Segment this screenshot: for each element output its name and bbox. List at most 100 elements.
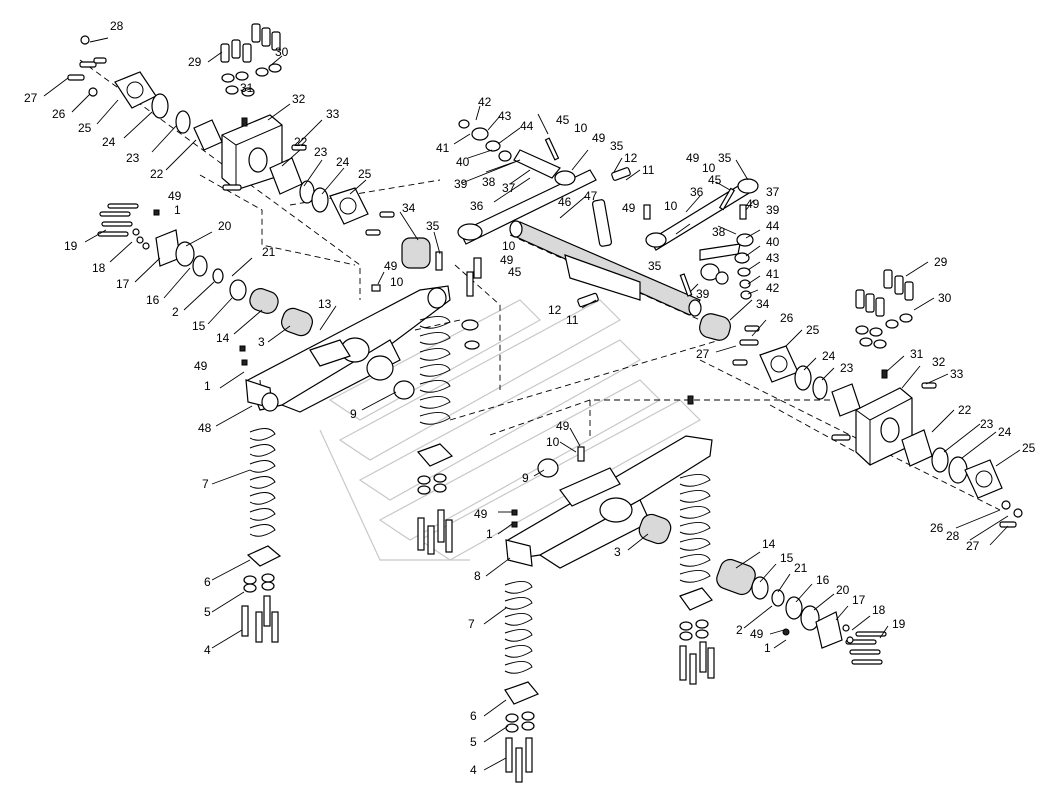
flange-25-left xyxy=(114,71,157,109)
callout-35-d: 35 xyxy=(718,151,732,165)
callout-22-c: 22 xyxy=(958,403,972,417)
seal-24-right xyxy=(794,365,812,391)
ring-23-right-b xyxy=(931,447,949,473)
callout-1-b: 1 xyxy=(204,379,211,393)
callout-36: 36 xyxy=(470,199,484,213)
callout-20: 20 xyxy=(218,219,232,233)
callout-26: 26 xyxy=(52,107,66,121)
nipple-10-b xyxy=(643,204,651,220)
ring-2-left xyxy=(212,268,224,284)
bolt-19-right-group xyxy=(845,631,887,665)
callout-40: 40 xyxy=(456,155,470,169)
seal-20-left xyxy=(175,241,195,267)
callout-3-b: 3 xyxy=(614,545,621,559)
callout-30-b: 30 xyxy=(938,291,952,305)
cap-17-left xyxy=(155,229,181,267)
callout-10-e: 10 xyxy=(702,161,716,175)
callout-24-d: 24 xyxy=(998,425,1012,439)
callout-28-b: 28 xyxy=(946,529,960,543)
callout-29: 29 xyxy=(188,55,202,69)
ring-23-left xyxy=(175,110,191,134)
callout-17-b: 17 xyxy=(852,593,866,607)
callout-25-d: 25 xyxy=(1022,441,1036,455)
callout-25-c: 25 xyxy=(806,323,820,337)
callout-10-f: 10 xyxy=(546,435,560,449)
callout-49-d: 49 xyxy=(592,131,606,145)
callout-49-j: 49 xyxy=(474,507,488,521)
callout-49-g: 49 xyxy=(686,151,700,165)
right-spring-stack-rear xyxy=(679,474,715,685)
callout-leaders xyxy=(43,37,1021,771)
callout-39-b: 39 xyxy=(766,203,780,217)
callout-27: 27 xyxy=(24,91,38,105)
callout-37: 37 xyxy=(502,181,516,195)
callout-13: 13 xyxy=(318,297,332,311)
callout-26-b: 26 xyxy=(780,311,794,325)
callout-4: 4 xyxy=(204,643,211,657)
bushing-34-right xyxy=(699,313,731,341)
nipple-10-left xyxy=(371,284,381,292)
callout-10-d: 10 xyxy=(664,199,678,213)
callout-33: 33 xyxy=(326,107,340,121)
callout-49-i: 49 xyxy=(556,419,570,433)
right-spring-stack-front xyxy=(504,581,539,783)
callout-2-b: 2 xyxy=(736,623,743,637)
callout-49-k: 49 xyxy=(750,627,764,641)
callout-7: 7 xyxy=(202,477,209,491)
callout-1: 1 xyxy=(174,203,181,217)
left-pivot-parts xyxy=(97,203,443,400)
washer-30-left-group xyxy=(221,63,282,97)
callout-10-c: 10 xyxy=(502,239,516,253)
pin-45-d xyxy=(679,273,693,297)
callout-43: 43 xyxy=(498,109,512,123)
left-spring-stack-front xyxy=(241,428,282,643)
callout-15: 15 xyxy=(192,319,206,333)
callout-11-b: 11 xyxy=(566,313,579,327)
callout-45-b: 45 xyxy=(508,265,522,279)
seal-24-left-b xyxy=(311,187,329,213)
pin-45-c xyxy=(718,187,736,211)
bolt-29-right-group xyxy=(855,269,914,317)
watermark-logo xyxy=(319,299,701,561)
pin-12-a xyxy=(611,167,631,181)
right-swing-arm xyxy=(505,395,713,569)
callout-47: 47 xyxy=(584,189,598,203)
seal-24-left xyxy=(151,93,169,119)
callout-27-c: 27 xyxy=(966,539,980,553)
seal-24-right-b xyxy=(948,456,968,484)
ball-joint-37-a xyxy=(513,149,561,179)
callout-41-b: 41 xyxy=(766,267,780,281)
callout-21: 21 xyxy=(262,245,276,259)
callout-12: 12 xyxy=(624,151,638,165)
callout-45: 45 xyxy=(556,113,570,127)
pin-45-b xyxy=(544,137,560,161)
callout-26-c: 26 xyxy=(930,521,944,535)
pin-45-a xyxy=(473,257,482,279)
bushing-14-left xyxy=(249,288,279,314)
callout-24-b: 24 xyxy=(336,155,350,169)
callout-14: 14 xyxy=(216,331,230,345)
ring-15-left xyxy=(229,279,247,301)
callout-12-b: 12 xyxy=(548,303,562,317)
callout-49-b: 49 xyxy=(384,259,398,273)
callout-27-b: 27 xyxy=(696,347,710,361)
oring-9-right xyxy=(537,458,559,478)
callout-24-c: 24 xyxy=(822,349,836,363)
nipple-10-c xyxy=(739,204,747,220)
callout-48: 48 xyxy=(198,421,212,435)
left-swing-arm xyxy=(245,285,451,413)
callout-25-b: 25 xyxy=(358,167,372,181)
callout-20-b: 20 xyxy=(836,583,850,597)
callout-6-b: 6 xyxy=(470,709,477,723)
gasket-22-right xyxy=(831,383,861,417)
shock-47 xyxy=(591,199,613,247)
callout-35-b: 35 xyxy=(610,139,624,153)
callout-21-b: 21 xyxy=(794,561,808,575)
callout-38: 38 xyxy=(482,175,496,189)
bushing-14-right xyxy=(716,558,756,596)
ring-23-right xyxy=(812,376,828,400)
bushing-3-right xyxy=(638,513,672,545)
callout-40-b: 40 xyxy=(766,235,780,249)
callout-34: 34 xyxy=(402,201,416,215)
